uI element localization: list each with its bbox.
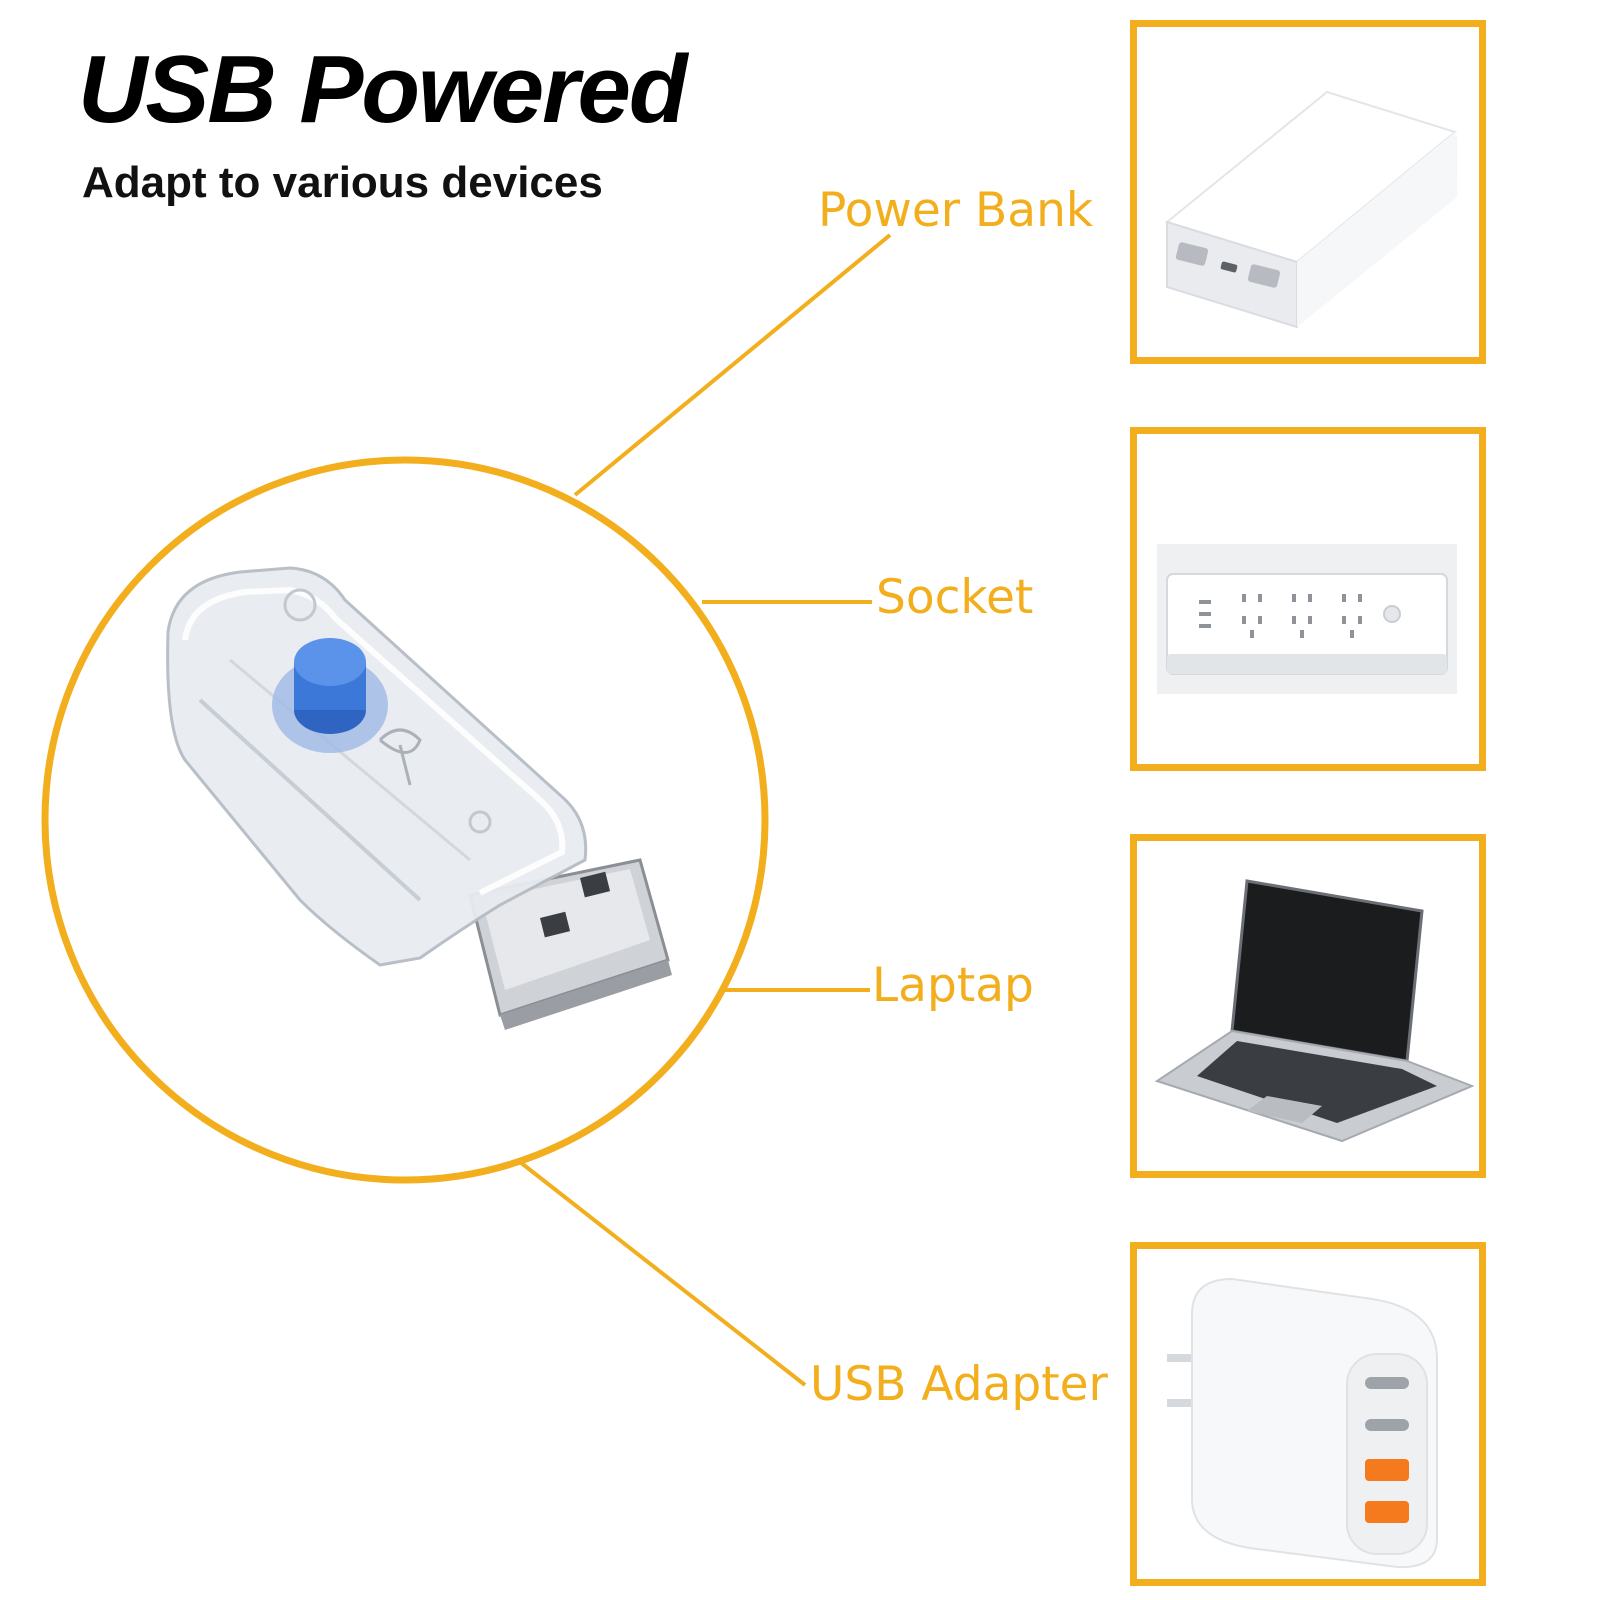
page-title: USB Powered	[78, 36, 687, 143]
connector-lines	[518, 233, 892, 1387]
label-laptop: Laptap	[872, 958, 1034, 1013]
usb-charger-icon	[1167, 1277, 1438, 1569]
power-strip-icon	[1157, 544, 1457, 694]
label-usb-adapter: USB Adapter	[810, 1357, 1108, 1412]
power-bank-icon	[1164, 90, 1458, 329]
usb-dongle-icon	[166, 566, 672, 1030]
frame-laptop	[1130, 834, 1486, 1178]
laptop-icon	[1154, 879, 1475, 1143]
frame-socket	[1130, 427, 1486, 771]
label-power-bank: Power Bank	[818, 183, 1094, 238]
usb-symbol-icon	[378, 728, 422, 786]
page-subtitle: Adapt to various devices	[82, 158, 603, 207]
connector-usb-adapter	[518, 1160, 807, 1387]
usb-plug	[468, 858, 672, 1030]
frame-power-bank	[1130, 20, 1486, 364]
blue-button-icon	[294, 638, 366, 686]
label-socket: Socket	[876, 570, 1034, 625]
plug-hole	[580, 871, 611, 898]
connector-power-bank	[573, 233, 892, 497]
plug-hole	[540, 911, 571, 938]
frame-usb-adapter	[1130, 1242, 1486, 1586]
